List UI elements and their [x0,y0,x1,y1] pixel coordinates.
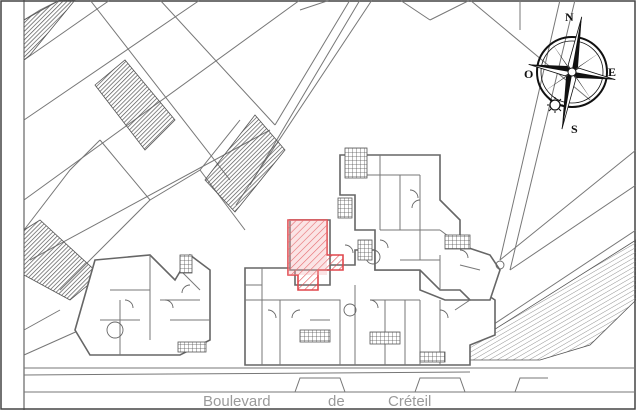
compass-north-label: N [565,10,574,24]
sun-icon [547,97,563,113]
compass-south-label: S [571,122,578,136]
street-name-word-2: de [328,393,345,410]
compass-east-label: E [608,65,616,79]
balconies [177,147,471,363]
street-name-word-3: Créteil [388,393,431,410]
compass-west-label: O [524,67,533,81]
highlighted-apartment [287,219,344,291]
street-name-word-1: Boulevard [203,393,271,410]
street [23,367,636,393]
neighbour-buildings [23,0,636,361]
door-swings [106,189,505,339]
